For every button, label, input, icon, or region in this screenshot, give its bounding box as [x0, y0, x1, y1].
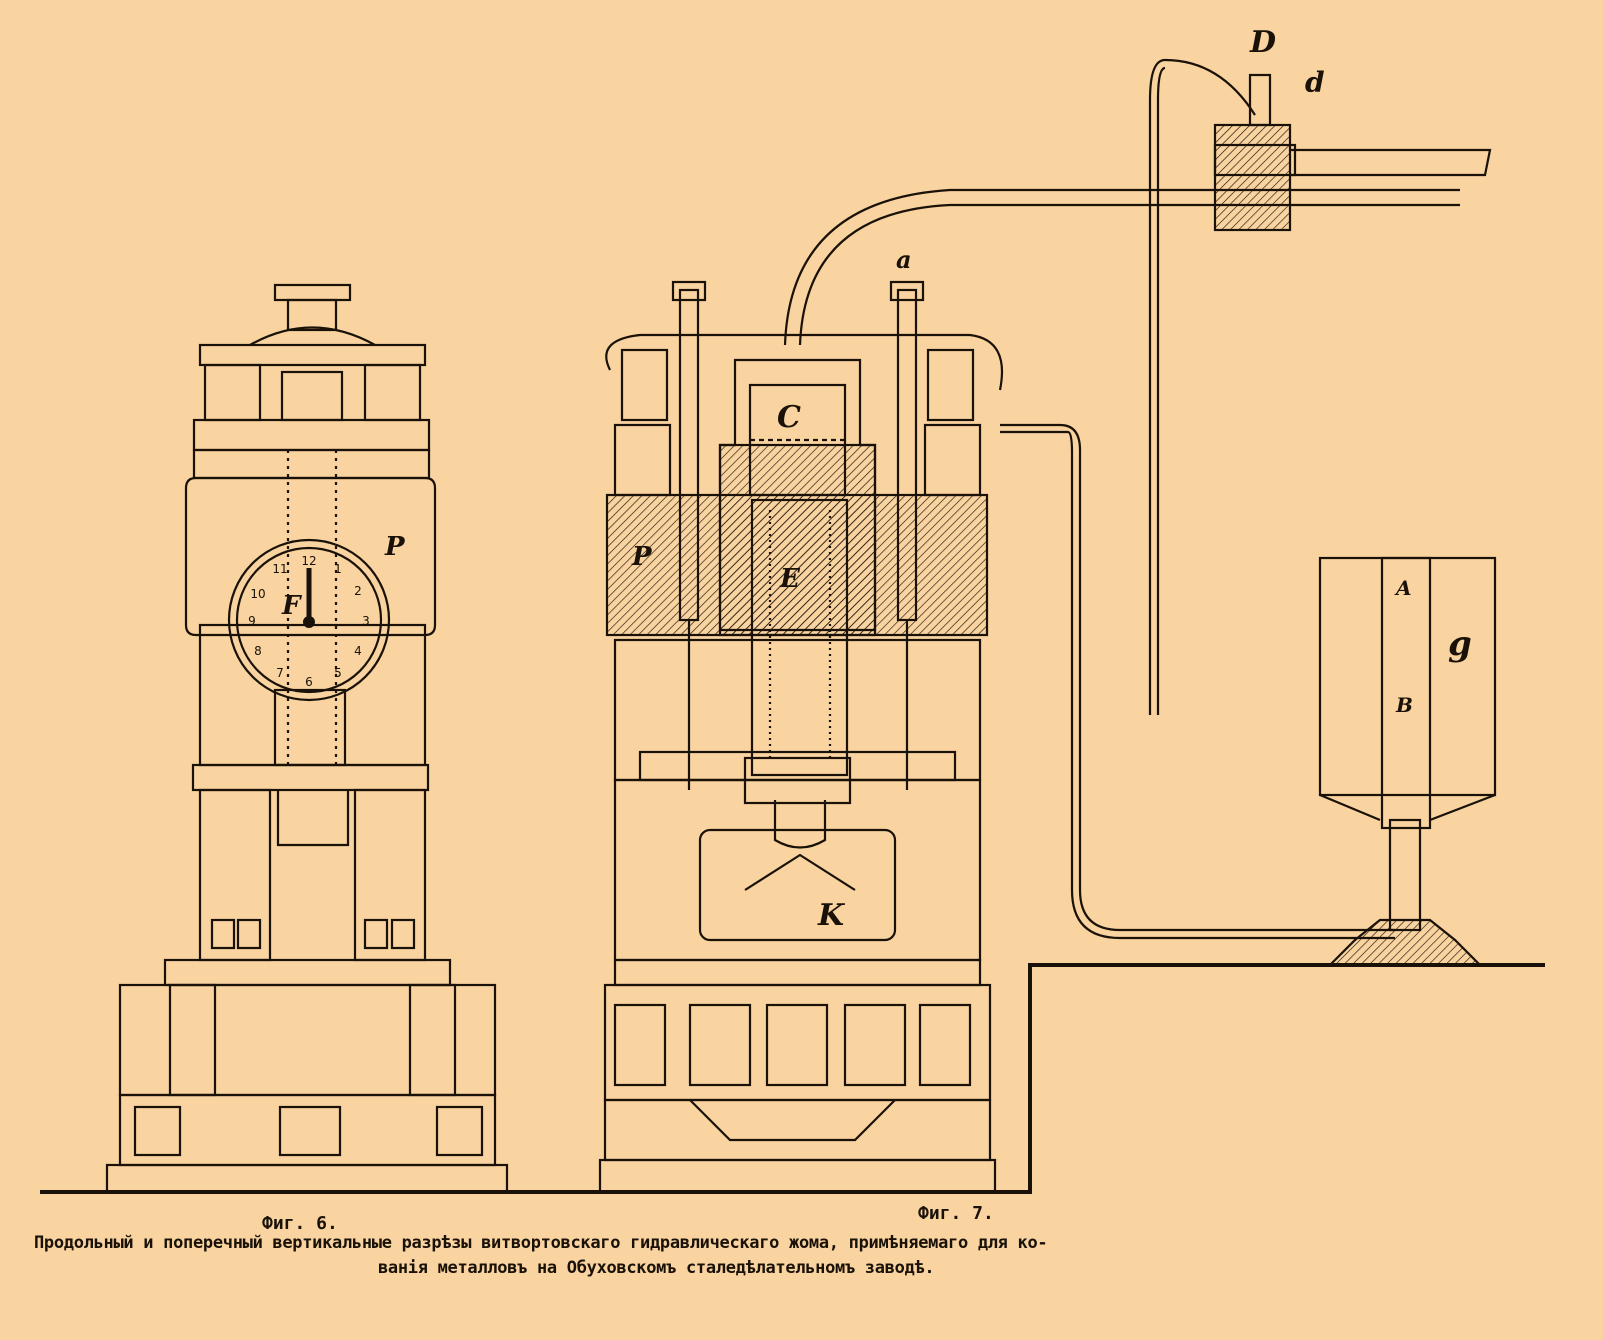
caption-line-1: Продольный и поперечный вертикальные раз… [34, 1233, 1048, 1253]
label-k: K [817, 898, 846, 933]
pressure-gauge-dial [227, 538, 391, 702]
figure-6-label: Фиг. 6. [262, 1213, 338, 1234]
gauge-number: 2 [354, 584, 362, 598]
label-b: B [1395, 693, 1413, 717]
control-valve [1213, 73, 1492, 232]
label-d-lower: d [1305, 66, 1325, 99]
gauge-number: 7 [276, 666, 284, 680]
label-e: E [779, 564, 801, 594]
label-p-fig6: P [384, 532, 406, 562]
label-g: g [1448, 624, 1472, 664]
label-d-upper: D [1249, 25, 1276, 60]
gauge-number: 1 [334, 562, 342, 576]
gauge-number: 6 [305, 675, 313, 689]
gauge-number: 8 [254, 644, 262, 658]
label-f: F [281, 591, 302, 621]
label-p-fig7: P [631, 542, 653, 572]
label-a: a [896, 245, 912, 274]
caption-line-2: ванія металловъ на Обуховскомъ сталедѣла… [378, 1258, 935, 1278]
figure-7-press-section: C E P K a D d A B g [598, 25, 1497, 1194]
gauge-number: 11 [272, 562, 287, 576]
gauge-number: 5 [334, 666, 342, 680]
gauge-number: 3 [362, 614, 370, 628]
gauge-number: 9 [248, 614, 256, 628]
gauge-number: 4 [354, 644, 362, 658]
ground-line [40, 963, 1545, 1194]
gauge-number: 12 [301, 554, 316, 568]
gauge-numbers: 12 1 2 3 4 5 6 7 8 9 10 11 [248, 554, 370, 689]
gauge-number: 10 [250, 587, 265, 601]
label-c: C [777, 400, 801, 435]
label-a-accumulator: A [1394, 576, 1412, 600]
figure-6-press-side-view: 12 1 2 3 4 5 6 7 8 9 10 11 F P [105, 283, 509, 1194]
accumulator [1318, 556, 1497, 967]
figure-7-label: Фиг. 7. [918, 1203, 994, 1224]
